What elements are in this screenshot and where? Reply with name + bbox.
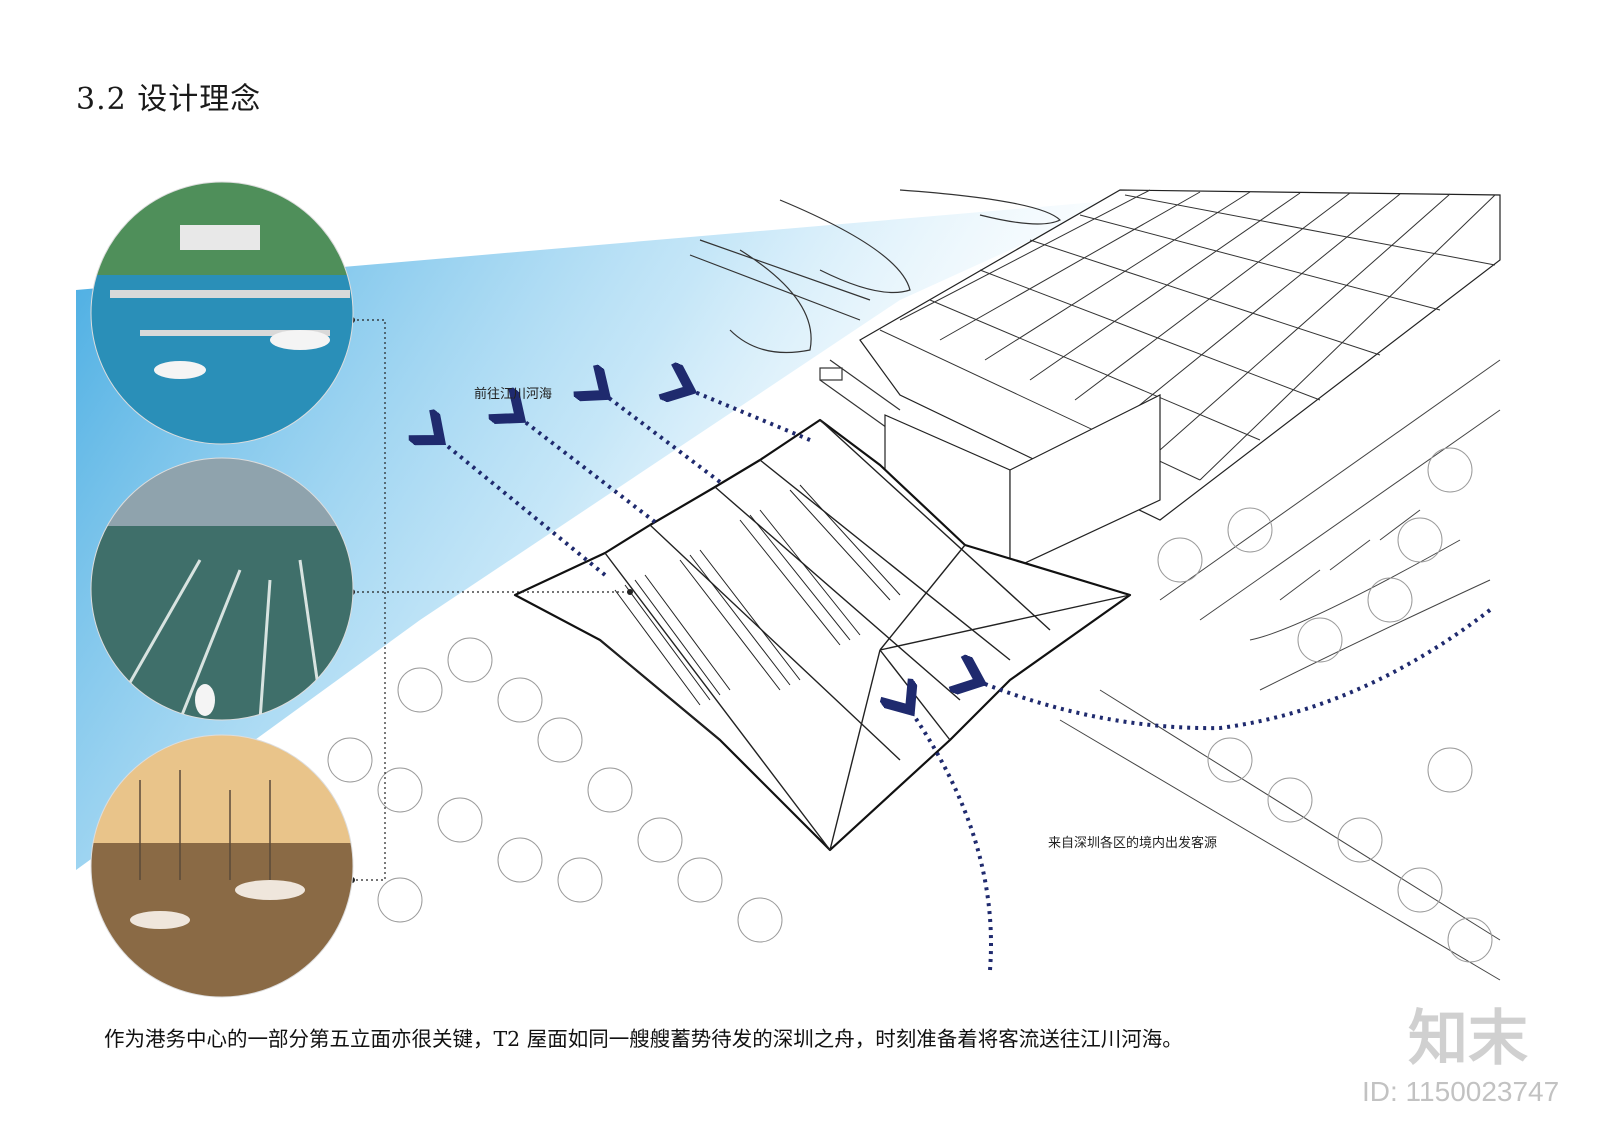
arrow-passenger-1 [910, 710, 993, 971]
to-sea-label: 前往江川河海 [474, 387, 553, 402]
flow-arrows [440, 390, 1492, 971]
roof-glazing [614, 484, 901, 706]
leader-lines [352, 319, 630, 881]
roof-ridges [599, 419, 1131, 851]
dock-outlines [689, 189, 1062, 431]
watermark-id: ID: 1150023747 [1362, 1076, 1560, 1107]
road-lines [1059, 359, 1501, 981]
trees [307, 447, 1493, 963]
arrow-to-sea-1 [440, 440, 607, 577]
caption: 作为港务中心的一部分第五立面亦很关键，T2 屋面如同一艘艘蓄势待发的深圳之舟，时… [104, 1027, 1183, 1051]
page-title: 3.2 设计理念 [76, 82, 262, 117]
watermark-logo: 知末 [1408, 1004, 1528, 1074]
grid-canopy-cells [879, 189, 1496, 481]
sunset-harbor-photo [91, 735, 353, 997]
passenger-source-label: 来自深圳各区的境内出发客源 [1048, 836, 1218, 851]
arrow-to-sea-3 [605, 395, 722, 484]
grid-canopy-building [859, 189, 1501, 521]
arrow-to-sea-4 [690, 390, 811, 442]
arrow-passenger-2 [980, 608, 1492, 731]
